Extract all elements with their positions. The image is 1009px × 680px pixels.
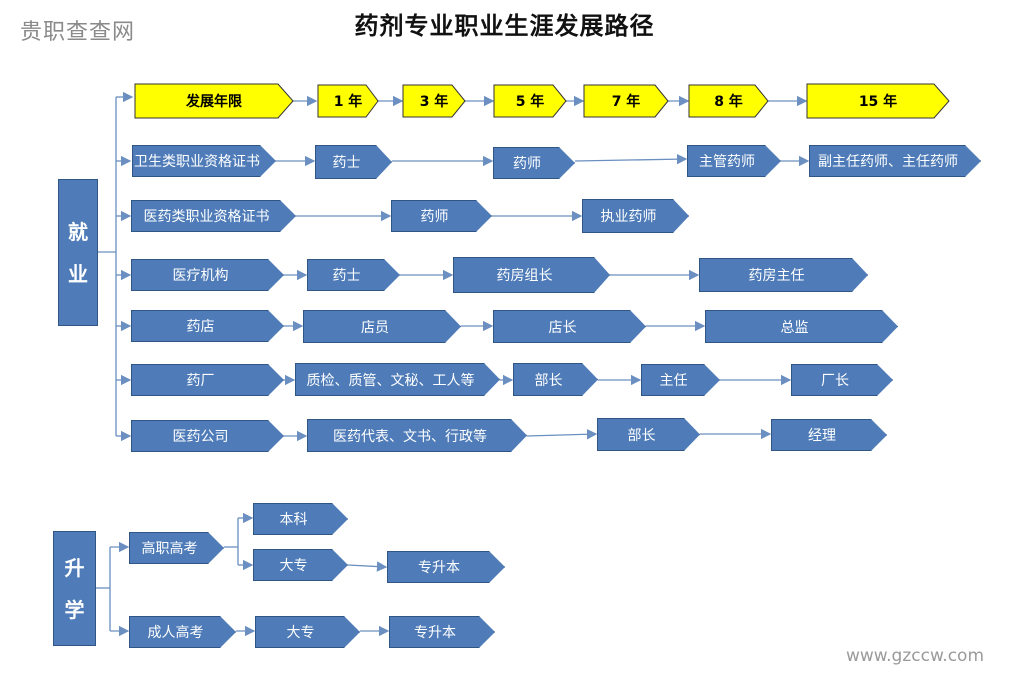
path-health-cert: 卫生类职业资格证书 <box>132 145 276 177</box>
study-section: 升 学 <box>53 531 96 646</box>
medical-director: 药房主任 <box>699 258 868 292</box>
employment-section: 就 业 <box>58 179 98 326</box>
drugstore-clerk: 店员 <box>303 310 461 343</box>
study-college: 大专 <box>253 549 348 581</box>
health-chief-pharmacist: 主管药师 <box>687 145 781 177</box>
study-upgrade: 专升本 <box>387 551 505 583</box>
factory-supervisor: 主任 <box>641 364 720 396</box>
path-medical: 医疗机构 <box>131 259 284 291</box>
path-company: 医药公司 <box>131 420 284 452</box>
employment-char-1: 就 <box>68 219 88 244</box>
timeline-year-5: 5 年 <box>515 94 545 110</box>
factory-manager: 厂长 <box>791 364 893 396</box>
study-vocational-exam: 高职高考 <box>129 532 224 564</box>
study-bachelor: 本科 <box>253 503 348 535</box>
study-char-2: 学 <box>64 597 85 622</box>
timeline-year-1: 1 年 <box>333 94 363 110</box>
path-factory: 药厂 <box>131 364 284 396</box>
study-adult-exam: 成人高考 <box>129 616 236 648</box>
study-adult-upgrade: 专升本 <box>389 616 495 648</box>
timeline-year-7: 7 年 <box>611 94 641 110</box>
study-adult-college: 大专 <box>255 616 360 648</box>
health-pharmacist-assistant: 药士 <box>315 145 392 179</box>
pharma-pharmacist: 药师 <box>391 200 492 232</box>
timeline-year-3: 3 年 <box>419 94 449 110</box>
employment-char-2: 业 <box>68 261 88 286</box>
watermark: 贵职查查网 <box>20 20 136 45</box>
study-char-1: 升 <box>64 555 85 580</box>
drugstore-director: 总监 <box>705 310 898 343</box>
drugstore-manager: 店长 <box>493 310 646 343</box>
pharma-licensed-pharmacist: 执业药师 <box>582 199 689 233</box>
timeline-year-8: 8 年 <box>714 94 743 110</box>
path-pharma-cert: 医药类职业资格证书 <box>131 200 296 232</box>
health-senior-pharmacist: 副主任药师、主任药师 <box>809 145 981 177</box>
timeline-year-15: 15 年 <box>858 94 898 110</box>
company-dept-head: 部长 <box>597 418 700 451</box>
company-manager: 经理 <box>771 419 887 451</box>
timeline-label: 发展年限 <box>186 94 242 110</box>
health-pharmacist: 药师 <box>493 147 575 179</box>
page-title: 药剂专业职业生涯发展路径 <box>354 12 655 40</box>
factory-staff: 质检、质管、文秘、工人等 <box>295 363 500 396</box>
factory-dept-head: 部长 <box>513 363 598 396</box>
medical-team-lead: 药房组长 <box>453 257 610 293</box>
path-drugstore: 药店 <box>131 310 284 342</box>
medical-assistant: 药士 <box>307 259 400 291</box>
company-staff: 医药代表、文书、行政等 <box>307 419 527 452</box>
site-watermark: www.gzccw.com <box>846 646 985 666</box>
